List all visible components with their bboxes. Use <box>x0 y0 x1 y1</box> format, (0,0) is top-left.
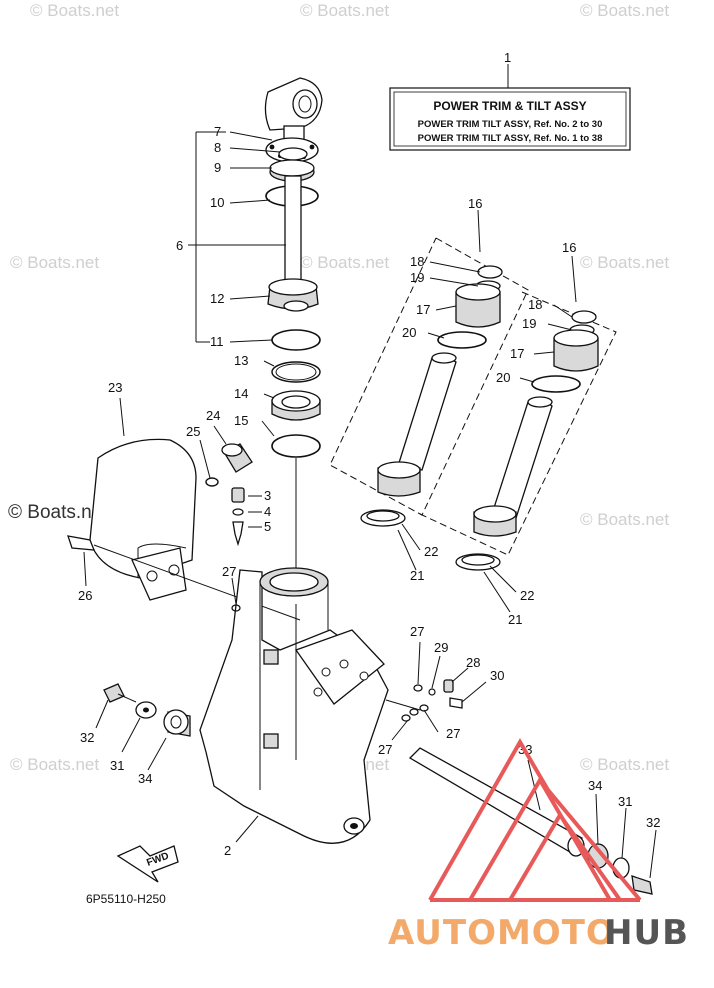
callout-19b: 19 <box>522 316 536 331</box>
trim-ram-right <box>419 291 617 571</box>
callout-17a: 17 <box>416 302 430 317</box>
parts-3-4-5 <box>231 487 245 547</box>
callout-2: 2 <box>224 843 231 858</box>
callout-20b: 20 <box>496 370 510 385</box>
callout-6: 6 <box>176 238 183 253</box>
leader-lines <box>83 209 657 879</box>
callout-28: 28 <box>466 655 480 670</box>
watermark-text: © Boats.net <box>580 1 669 20</box>
diagram-code: 6P55110-H250 <box>86 892 166 906</box>
callout-1: 1 <box>504 50 511 65</box>
brand-logo: AUTOMOTO HUB <box>388 737 689 953</box>
callout-9: 9 <box>214 160 221 175</box>
tilt-cylinder-assembly <box>264 77 323 575</box>
callout-27a: 27 <box>222 564 236 579</box>
callout-16b: 16 <box>562 240 576 255</box>
cover-23 <box>89 438 197 601</box>
watermark-text: © Boats.net <box>580 755 669 774</box>
callout-11: 11 <box>210 334 224 349</box>
callout-23: 23 <box>108 380 122 395</box>
callout-19a: 19 <box>410 270 424 285</box>
shaft-and-bolt <box>67 535 301 621</box>
callout-18a: 18 <box>410 254 424 269</box>
watermark-text: © Boats.net <box>580 253 669 272</box>
brand-text-part1: AUTOMOTO <box>388 913 616 953</box>
title-box: POWER TRIM & TILT ASSY POWER TRIM TILT A… <box>389 64 631 151</box>
triangle-logo-icon <box>428 737 642 902</box>
watermark-text-dark: © Boats.net <box>8 502 108 523</box>
callout-34b: 34 <box>588 778 602 793</box>
watermark-text: © Boats.net <box>300 1 389 20</box>
callout-18b: 18 <box>528 297 542 312</box>
callout-14: 14 <box>234 386 248 401</box>
callout-27c: 27 <box>378 742 392 757</box>
watermark-text: © Boats.net <box>30 1 119 20</box>
callout-5: 5 <box>264 519 271 534</box>
callout-26: 26 <box>78 588 92 603</box>
brand-text-part2: HUB <box>604 913 689 953</box>
title-box-title: POWER TRIM & TILT ASSY <box>433 99 586 113</box>
trim-ram-left <box>329 237 529 527</box>
callout-4: 4 <box>264 504 271 519</box>
callout-31b: 31 <box>618 794 632 809</box>
callout-17b: 17 <box>510 346 524 361</box>
callout-32a: 32 <box>80 730 94 745</box>
callout-12: 12 <box>210 291 224 306</box>
watermark-text: © Boats.net <box>580 510 669 529</box>
callout-22a: 22 <box>424 544 438 559</box>
callout-25: 25 <box>186 424 200 439</box>
fwd-arrow-icon: FWD <box>116 845 179 883</box>
main-housing-2 <box>199 567 421 844</box>
callout-27d: 27 <box>446 726 460 741</box>
callout-30: 30 <box>490 668 504 683</box>
callout-13: 13 <box>234 353 248 368</box>
group-bracket <box>188 131 286 437</box>
callout-21b: 21 <box>508 612 522 627</box>
callout-15: 15 <box>234 413 248 428</box>
callout-labels: 1 2 3 4 5 6 7 8 9 10 11 12 13 14 15 16 1… <box>78 50 660 858</box>
callout-8: 8 <box>214 140 221 155</box>
callout-29: 29 <box>434 640 448 655</box>
title-box-line1: POWER TRIM TILT ASSY, Ref. No. 2 to 30 <box>418 119 603 130</box>
callout-3: 3 <box>264 488 271 503</box>
callout-10: 10 <box>210 195 224 210</box>
parts-24-25 <box>205 443 253 487</box>
watermark-text: © Boats.net <box>10 253 99 272</box>
callout-27b: 27 <box>410 624 424 639</box>
callout-21a: 21 <box>410 568 424 583</box>
callout-20a: 20 <box>402 325 416 340</box>
watermark-text: © Boats.net <box>10 755 99 774</box>
callout-34a: 34 <box>138 771 152 786</box>
callout-22b: 22 <box>520 588 534 603</box>
title-box-line2: POWER TRIM TILT ASSY, Ref. No. 1 to 38 <box>418 133 603 144</box>
callout-24: 24 <box>206 408 220 423</box>
callout-31a: 31 <box>110 758 124 773</box>
parts-27-30 <box>231 604 463 722</box>
callout-32b: 32 <box>646 815 660 830</box>
watermark-text: © Boats.net <box>300 253 389 272</box>
callout-7: 7 <box>214 124 221 139</box>
left-fasteners <box>103 683 191 737</box>
callout-16a: 16 <box>468 196 482 211</box>
